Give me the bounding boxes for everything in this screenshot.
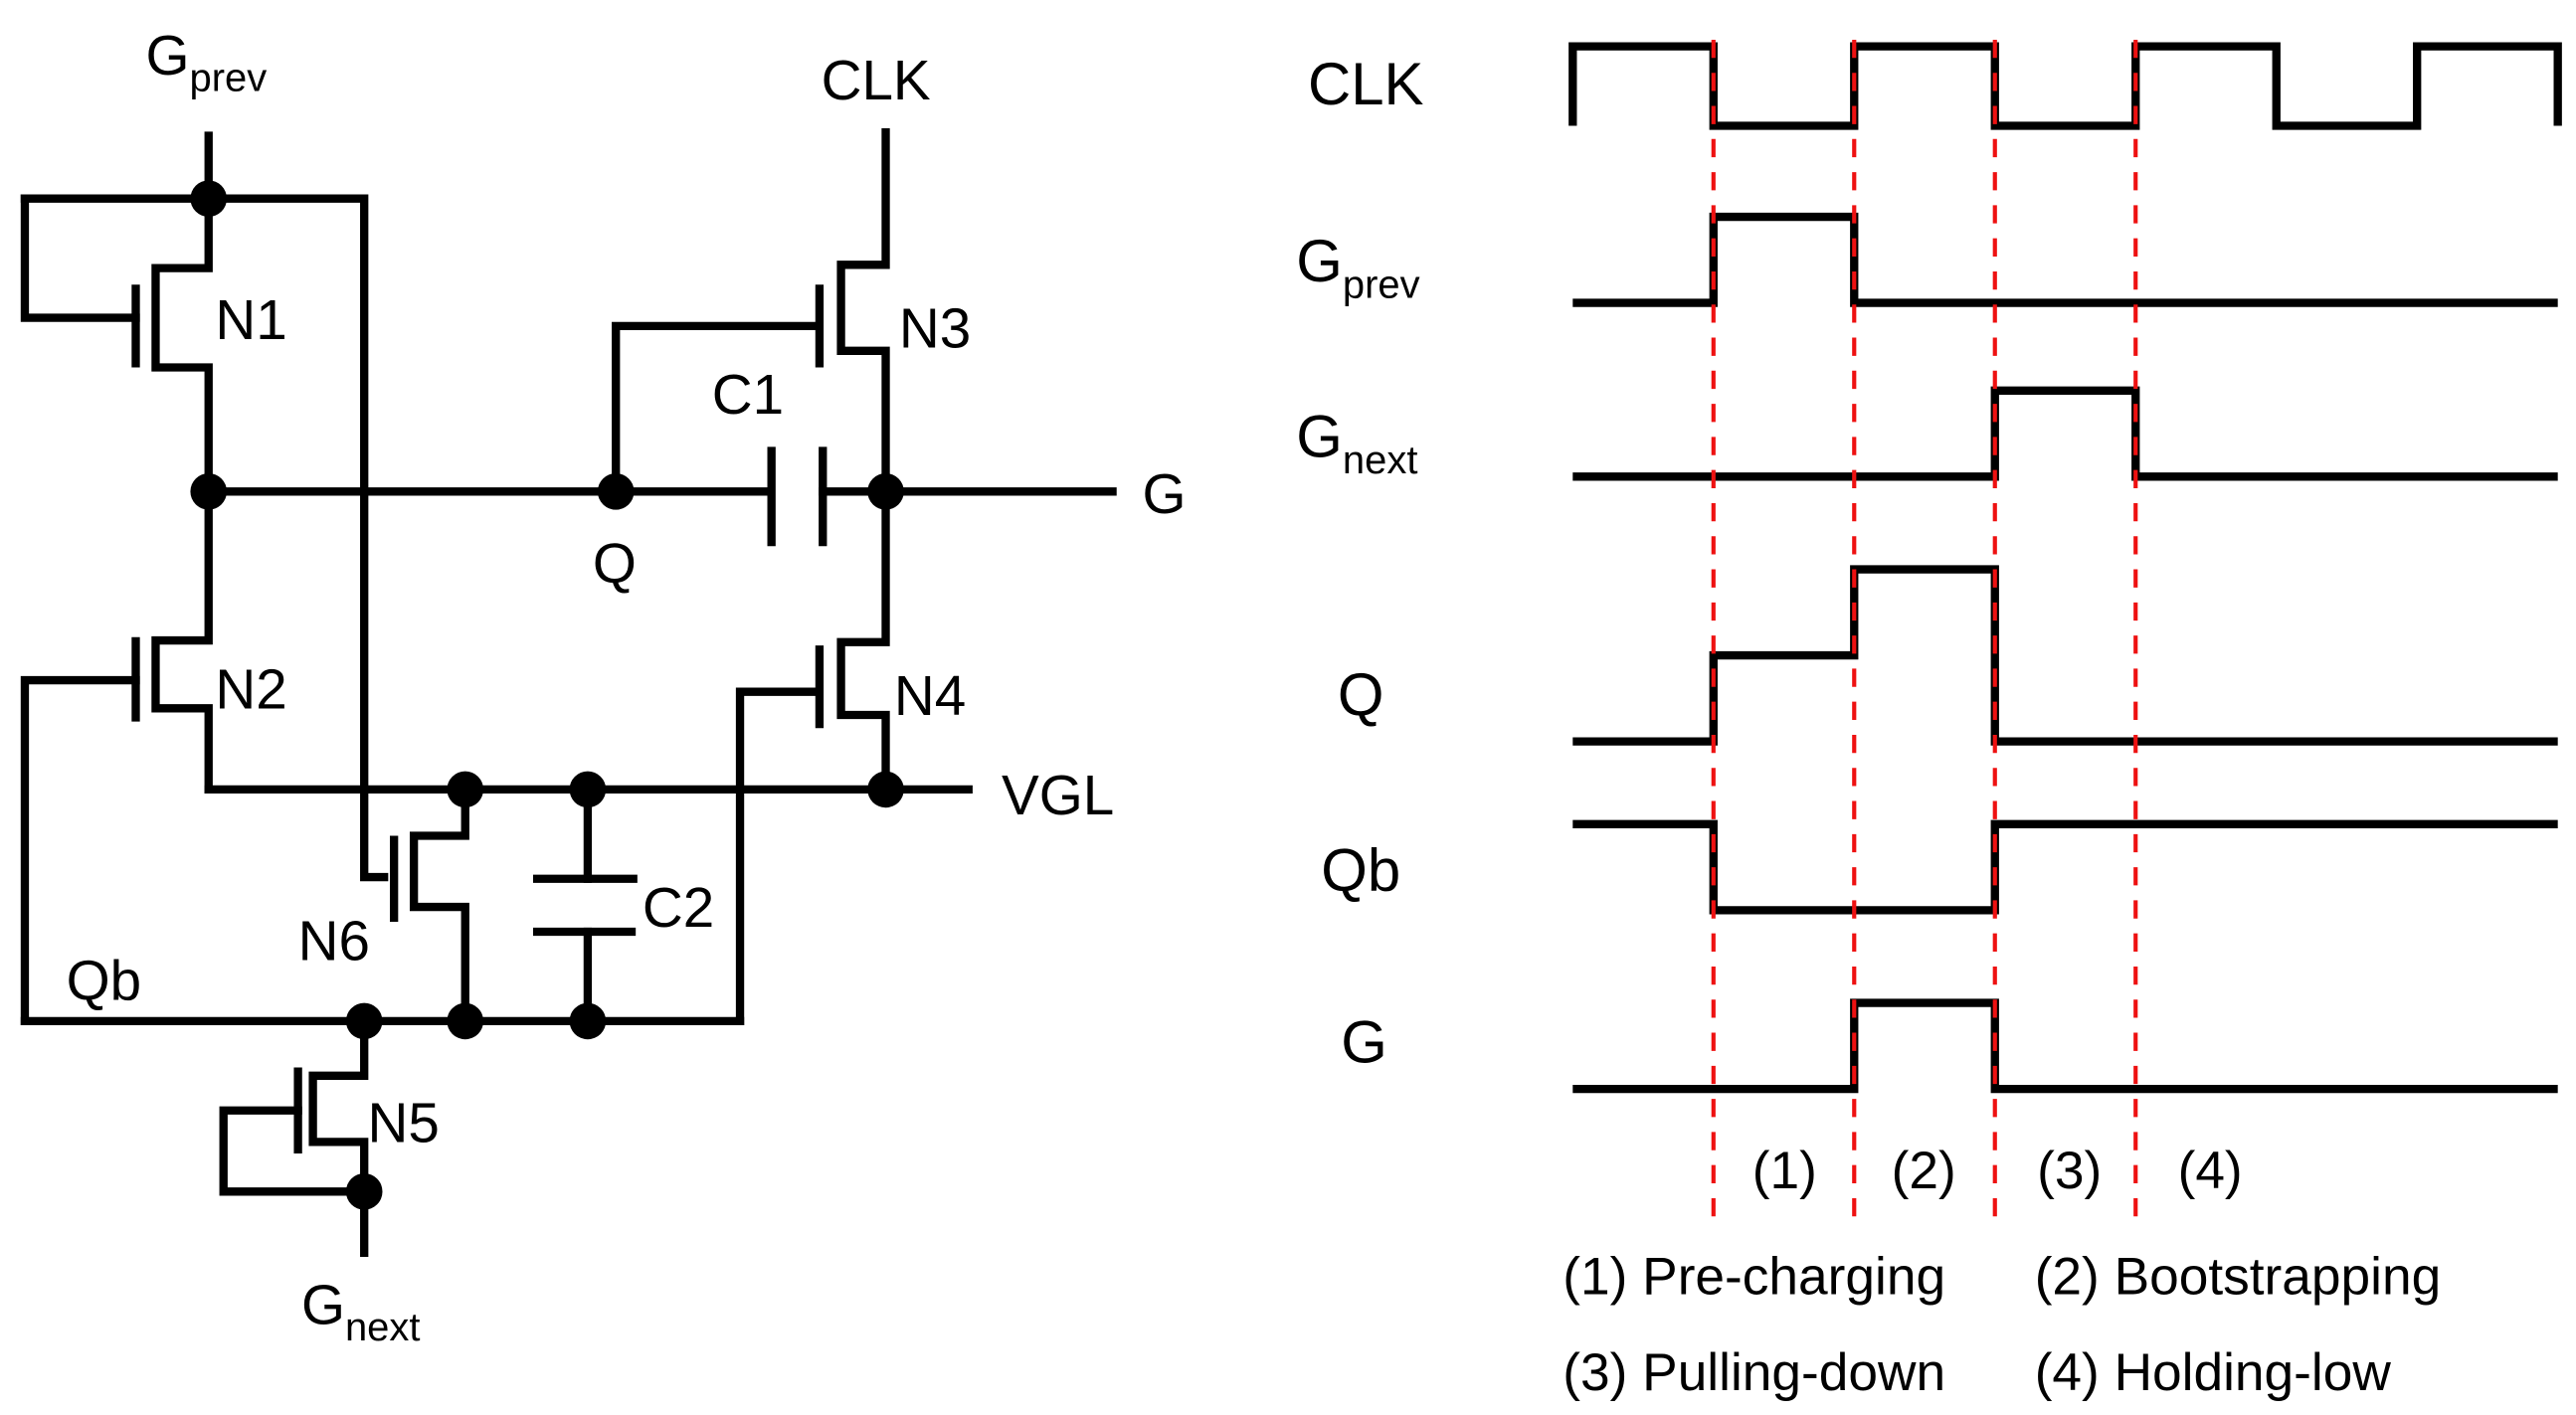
waveform-g: [1572, 998, 2558, 1094]
clk-node-label: CLK: [822, 49, 931, 111]
n5-channel: [308, 1016, 369, 1258]
n5-label: N5: [368, 1091, 440, 1153]
gprev-node-label: Gprev: [145, 24, 267, 100]
timing-label-gprev: Gprev: [1296, 228, 1419, 307]
capacitor-c1: C1: [712, 363, 828, 547]
gprev-junction-dot: [190, 180, 228, 218]
n1-label: N1: [215, 288, 286, 351]
timing-diagram: CLK Gprev Gnext Q Qb G (1) (2) (3) (4) (…: [1296, 39, 2562, 1402]
legend-pulling-down: (3) Pulling-down: [1563, 1343, 1945, 1402]
waveform-q: [1572, 565, 2558, 746]
n2-label: N2: [215, 657, 286, 720]
timing-label-clk: CLK: [1308, 51, 1424, 117]
transistor-n1: N1: [131, 194, 287, 496]
n3-channel: [836, 127, 890, 496]
n3-label: N3: [899, 297, 971, 360]
legend-bootstrapping: (2) Bootstrapping: [2035, 1248, 2442, 1307]
waveform-gnext: [1572, 386, 2558, 481]
phase-marker-2: (2): [1892, 1142, 1956, 1200]
legend-holding-low: (4) Holding-low: [2035, 1343, 2392, 1402]
n1-channel: [151, 194, 213, 496]
waveform-qb: [1572, 819, 2558, 915]
transistor-n6: N6: [298, 785, 469, 1026]
phase-marker-1: (1): [1752, 1142, 1817, 1200]
gnext-junction-dot: [345, 1173, 383, 1210]
gnext-node-label: Gnext: [301, 1273, 421, 1349]
transistor-n2: N2: [131, 487, 287, 795]
transistor-n3: N3: [815, 127, 971, 496]
timing-label-g: G: [1341, 1009, 1387, 1076]
vgl-junction-n4-dot: [867, 771, 904, 808]
circuit-schematic: Gprev N1 Q C1 G CLK N3: [20, 24, 1187, 1349]
c1-label: C1: [712, 363, 784, 426]
waveform-clk: [1568, 42, 2562, 130]
qb-node-label: Qb: [67, 949, 141, 1011]
capacitor-c2: C2: [532, 785, 714, 1026]
transistor-n5: N5: [219, 1016, 440, 1258]
waveform-traces: [1568, 42, 2562, 1094]
n2-channel: [151, 487, 213, 795]
qb-to-n4-gate-wire: [735, 687, 820, 1026]
n4-label: N4: [894, 664, 966, 727]
n6-label: N6: [298, 909, 370, 972]
c2-label: C2: [643, 876, 714, 939]
qb-to-n2-gate-wire: [20, 675, 140, 1026]
vgl-node-label: VGL: [1002, 764, 1114, 826]
waveform-gprev: [1572, 212, 2558, 307]
legend-pre-charging: (1) Pre-charging: [1563, 1248, 1945, 1307]
timing-label-gnext: Gnext: [1296, 403, 1417, 482]
n6-channel: [409, 785, 469, 1026]
timing-label-qb: Qb: [1321, 836, 1400, 903]
qb-junction-n6-dot: [447, 1002, 484, 1040]
n1-gate-loop-wire: [20, 194, 140, 322]
timing-label-q: Q: [1338, 661, 1384, 728]
transistor-n4: N4: [815, 487, 966, 795]
n4-channel: [836, 487, 890, 795]
n5-gate-loop-wire: [219, 1106, 369, 1196]
phase-marker-3: (3): [2037, 1142, 2102, 1200]
qb-junction-c2-dot: [569, 1002, 607, 1040]
g-output-label: G: [1143, 462, 1187, 525]
q-to-n3-gate-wire: [612, 321, 820, 496]
q-node-label: Q: [593, 532, 637, 595]
phase-marker-4: (4): [2178, 1142, 2243, 1200]
